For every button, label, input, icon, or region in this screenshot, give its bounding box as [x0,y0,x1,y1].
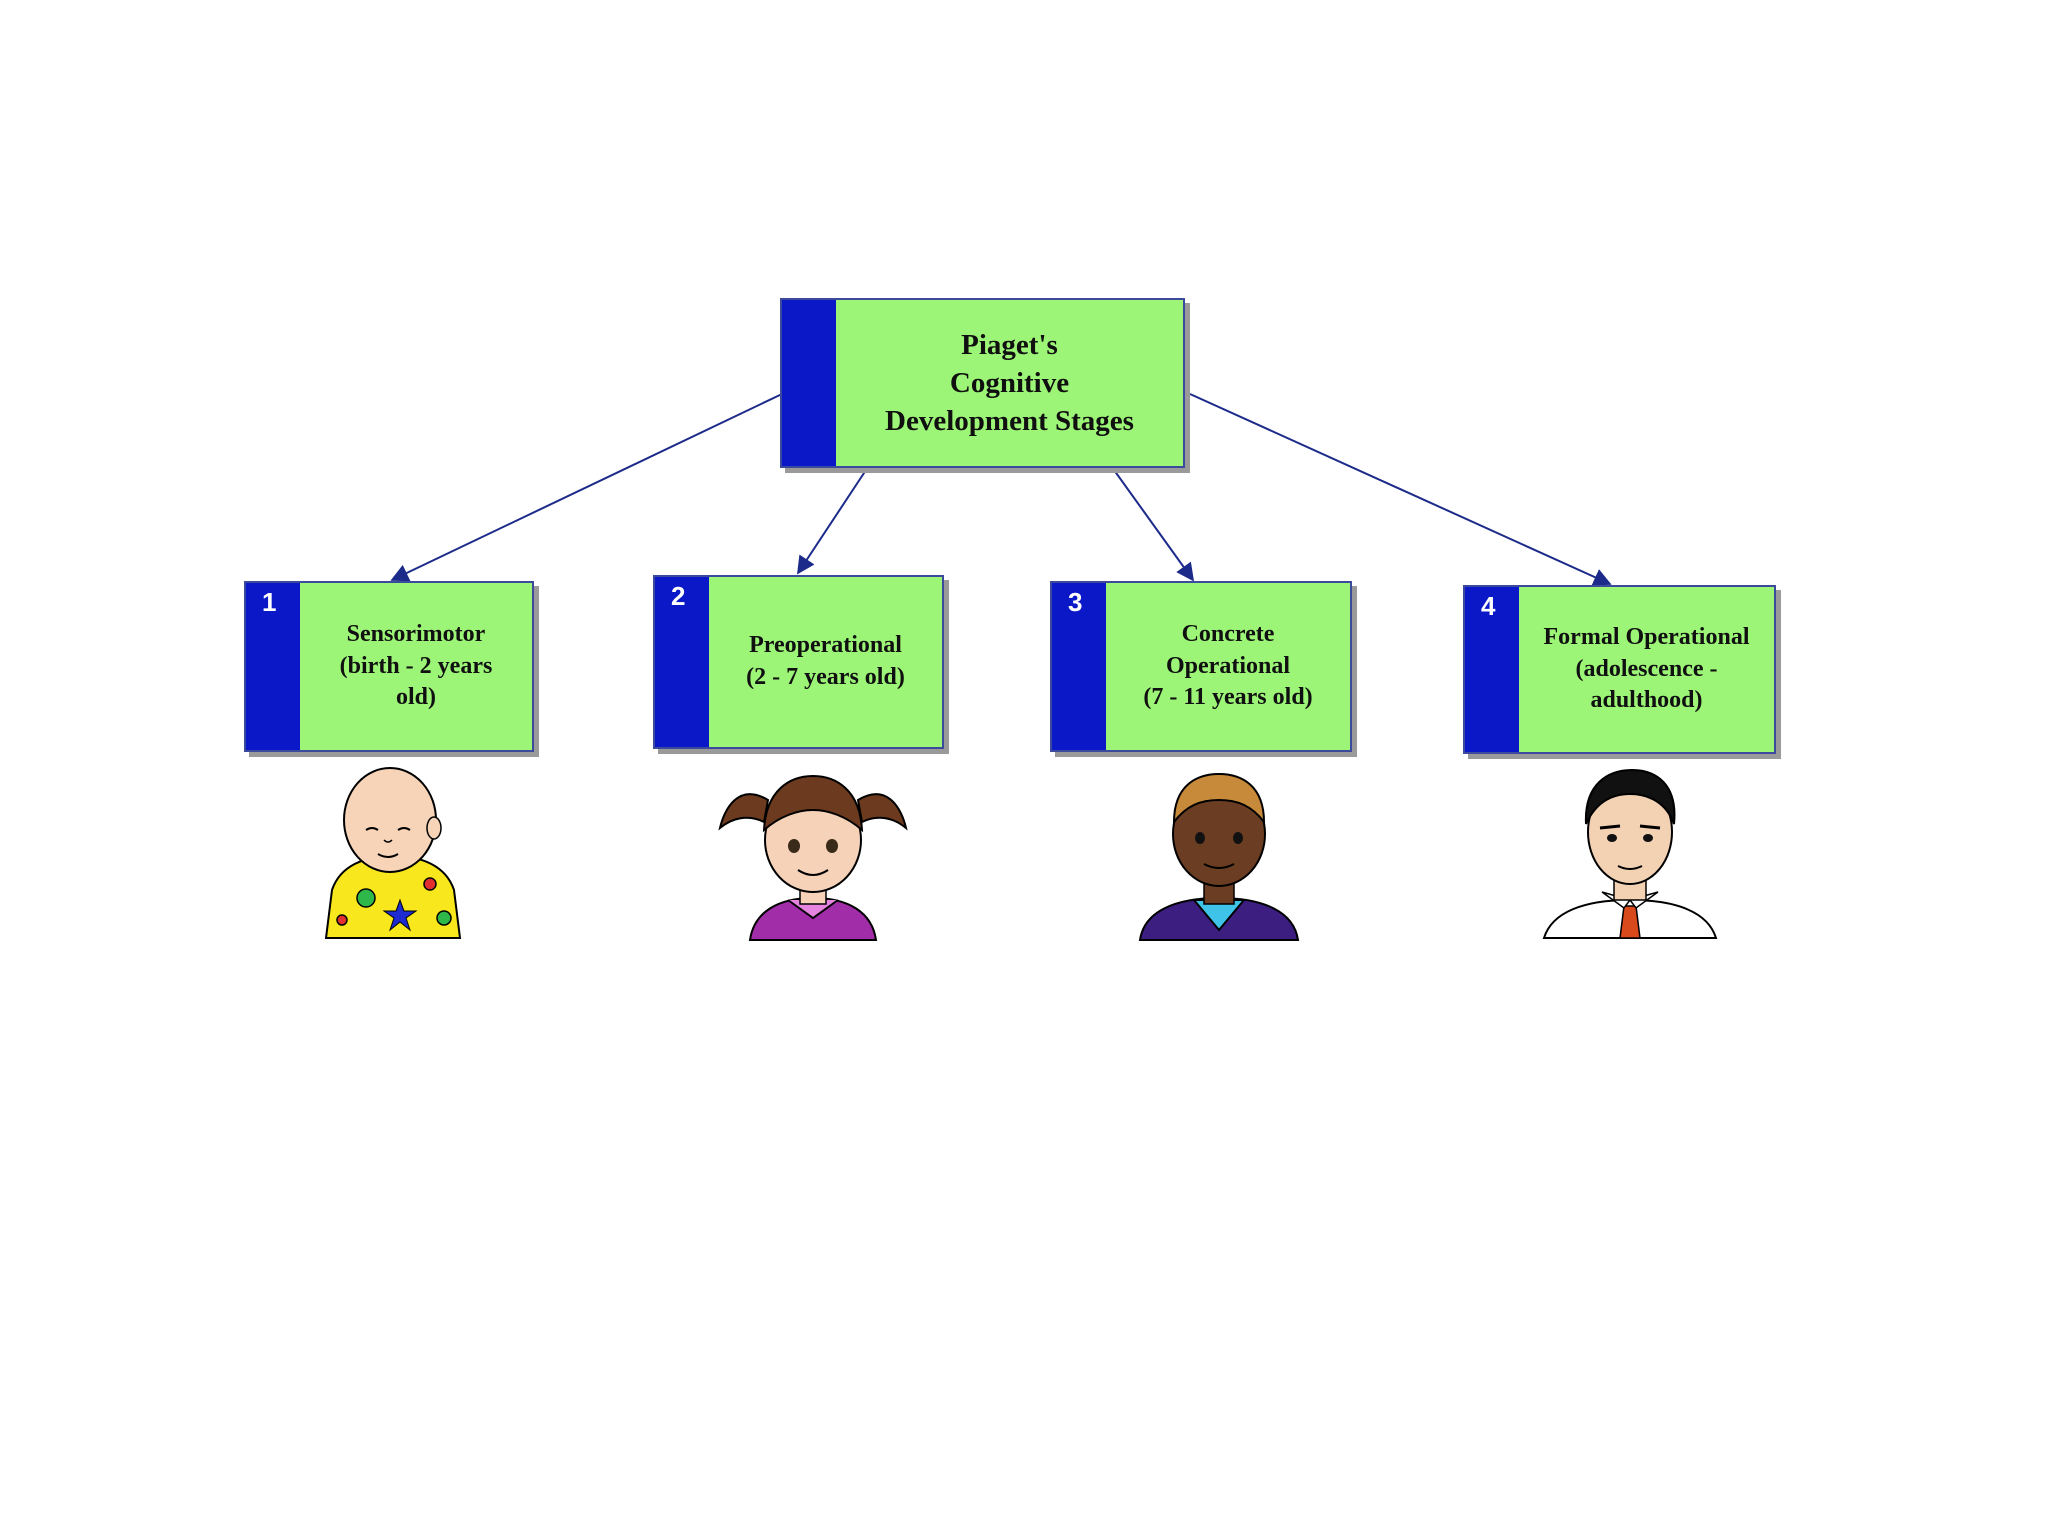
stage-body-1: Sensorimotor (birth - 2 years old) [300,583,532,750]
stage-label-3: Concrete Operational (7 - 11 years old) [1143,620,1313,711]
stage-number-1: 1 [262,587,277,617]
stage-body-4: Formal Operational (adolescence - adulth… [1519,587,1774,752]
stage-number-3: 3 [1068,587,1083,617]
stage-node-4: 4 Formal Operational (adolescence - adul… [1463,585,1776,754]
root-node-bar [782,300,836,466]
stage-bar-4: 4 [1465,587,1519,752]
stage-node-1: 1 Sensorimotor (birth - 2 years old) [244,581,534,752]
stage-body-3: Concrete Operational (7 - 11 years old) [1106,583,1350,750]
stage-label-4: Formal Operational (adolescence - adulth… [1543,623,1750,714]
boy-icon [1138,772,1300,941]
root-node-label: Piaget's Cognitive Development Stages [885,328,1134,438]
stage-label-1: Sensorimotor (birth - 2 years old) [339,620,493,711]
stage-number-2: 2 [671,581,686,611]
stage-bar-3: 3 [1052,583,1106,750]
baby-icon [324,767,462,939]
connector-1 [390,393,783,582]
connector-2 [797,469,867,575]
stage-label-2: Preoperational (2 - 7 years old) [746,632,905,690]
stage-bar-1: 1 [246,583,300,750]
stage-node-3: 3 Concrete Operational (7 - 11 years old… [1050,581,1352,752]
girl-icon [718,774,908,941]
connector-4 [1189,393,1612,586]
stage-bar-2: 2 [655,577,709,747]
stage-node-2: 2 Preoperational (2 - 7 years old) [653,575,944,749]
man-icon [1542,768,1718,939]
connector-3 [1113,469,1195,582]
root-node-body: Piaget's Cognitive Development Stages [836,300,1183,466]
stage-body-2: Preoperational (2 - 7 years old) [709,577,942,747]
stage-number-4: 4 [1481,591,1496,621]
root-node: Piaget's Cognitive Development Stages [780,298,1185,468]
